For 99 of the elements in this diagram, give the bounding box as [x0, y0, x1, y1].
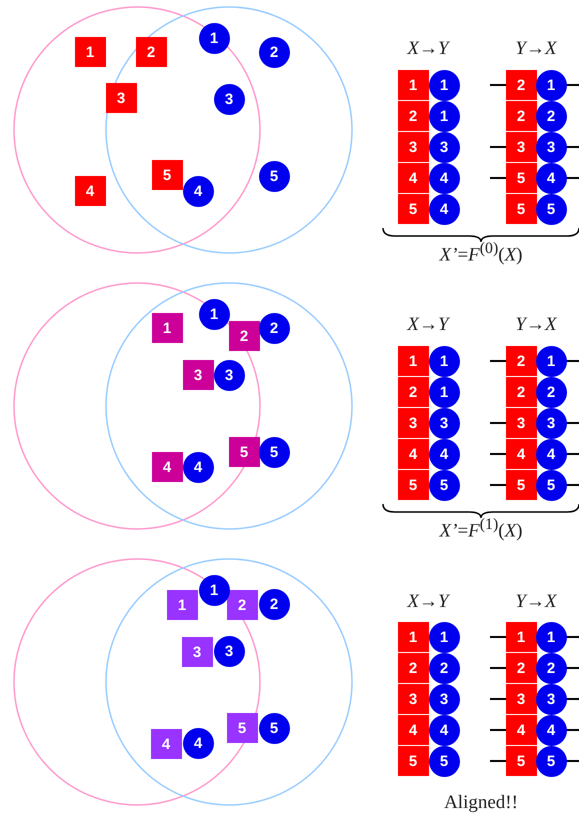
numbered-square: 3 [182, 637, 212, 667]
numbered-square: 4 [506, 439, 536, 469]
numbered-square: 2 [226, 590, 258, 620]
column-header: X→Y [407, 314, 449, 336]
numbered-square: 3 [398, 408, 428, 438]
result-label: Aligned!! [444, 792, 518, 814]
numbered-square: 3 [182, 360, 214, 390]
numbered-circle: 5 [536, 194, 566, 225]
column-header: Y→X [515, 38, 557, 60]
numbered-square: 5 [226, 713, 258, 743]
numbered-circle: 3 [428, 132, 460, 163]
numbered-circle: 1 [536, 622, 566, 653]
numbered-square: 1 [152, 313, 182, 343]
numbered-circle: 4 [428, 194, 460, 225]
numbered-square: 5 [398, 194, 428, 224]
column-header: X→Y [407, 38, 449, 60]
numbered-square: 5 [506, 470, 536, 500]
numbered-circle: 5 [428, 470, 460, 501]
numbered-circle: 3 [428, 684, 460, 715]
numbered-square: 5 [506, 163, 536, 193]
numbered-square: 3 [506, 132, 536, 162]
numbered-square: 4 [152, 452, 182, 482]
numbered-square: 1 [506, 622, 536, 652]
numbered-circle: 5 [258, 161, 290, 192]
numbered-square: 3 [106, 83, 136, 113]
numbered-circle: 4 [428, 715, 460, 746]
numbered-square: 1 [74, 37, 106, 67]
numbered-circle: 1 [428, 622, 460, 653]
numbered-circle: 4 [182, 452, 214, 483]
numbered-circle: 3 [214, 360, 244, 391]
numbered-circle: 4 [536, 715, 566, 746]
numbered-square: 3 [398, 684, 428, 714]
numbered-circle: 2 [258, 313, 290, 344]
numbered-circle: 3 [536, 684, 566, 715]
numbered-circle: 2 [258, 589, 290, 620]
numbered-circle: 2 [258, 37, 290, 68]
numbered-circle: 2 [536, 101, 566, 132]
numbered-square: 1 [398, 622, 428, 652]
column-header: Y→X [515, 314, 557, 336]
numbered-square: 5 [506, 194, 536, 224]
numbered-square: 3 [506, 684, 536, 714]
numbered-circle: 3 [214, 636, 244, 667]
numbered-square: 2 [228, 321, 260, 351]
numbered-square: 3 [398, 132, 428, 162]
numbered-circle: 4 [536, 439, 566, 470]
numbered-circle: 1 [428, 377, 460, 408]
numbered-square: 2 [506, 653, 536, 683]
numbered-circle: 4 [428, 439, 460, 470]
numbered-circle: 3 [214, 84, 244, 115]
numbered-square: 1 [398, 70, 428, 100]
numbered-square: 3 [506, 408, 536, 438]
formula-label: X’=F$^{(0)}$(X) [440, 240, 522, 266]
numbered-square: 5 [228, 437, 260, 467]
numbered-square: 4 [398, 439, 428, 469]
numbered-square: 1 [166, 590, 198, 620]
numbered-circle: 5 [258, 713, 290, 744]
numbered-circle: 3 [428, 408, 460, 439]
numbered-circle: 3 [536, 132, 566, 163]
numbered-square: 2 [506, 346, 536, 376]
numbered-circle: 1 [428, 346, 460, 377]
numbered-circle: 4 [428, 163, 460, 194]
numbered-square: 5 [506, 746, 536, 776]
numbered-square: 4 [74, 176, 106, 206]
numbered-circle: 1 [428, 101, 460, 132]
numbered-square: 5 [152, 160, 182, 190]
numbered-square: 2 [398, 101, 428, 131]
column-header: X→Y [407, 591, 449, 613]
numbered-square: 2 [398, 653, 428, 683]
numbered-square: 4 [398, 715, 428, 745]
numbered-square: 2 [398, 377, 428, 407]
numbered-circle: 5 [536, 470, 566, 501]
numbered-circle: 4 [182, 728, 214, 759]
numbered-circle: 2 [536, 653, 566, 684]
numbered-square: 4 [398, 163, 428, 193]
numbered-circle: 3 [536, 408, 566, 439]
numbered-circle: 5 [428, 746, 460, 777]
numbered-square: 1 [398, 346, 428, 376]
numbered-square: 4 [506, 715, 536, 745]
numbered-circle: 1 [198, 299, 230, 330]
numbered-circle: 2 [536, 377, 566, 408]
numbered-circle: 1 [198, 575, 230, 606]
numbered-circle: 1 [536, 70, 566, 101]
numbered-square: 4 [150, 729, 182, 759]
numbered-square: 2 [506, 101, 536, 131]
numbered-square: 2 [506, 377, 536, 407]
numbered-circle: 1 [536, 346, 566, 377]
numbered-circle: 2 [428, 653, 460, 684]
numbered-square: 5 [398, 746, 428, 776]
numbered-square: 2 [136, 37, 166, 67]
numbered-square: 2 [506, 70, 536, 100]
numbered-circle: 1 [428, 70, 460, 101]
formula-label: X’=F$^{(1)}$(X) [440, 516, 522, 542]
numbered-square: 5 [398, 470, 428, 500]
numbered-circle: 4 [182, 176, 214, 207]
column-header: Y→X [515, 591, 557, 613]
numbered-circle: 5 [258, 437, 290, 468]
numbered-circle: 1 [198, 23, 230, 54]
numbered-circle: 4 [536, 163, 566, 194]
numbered-circle: 5 [536, 746, 566, 777]
